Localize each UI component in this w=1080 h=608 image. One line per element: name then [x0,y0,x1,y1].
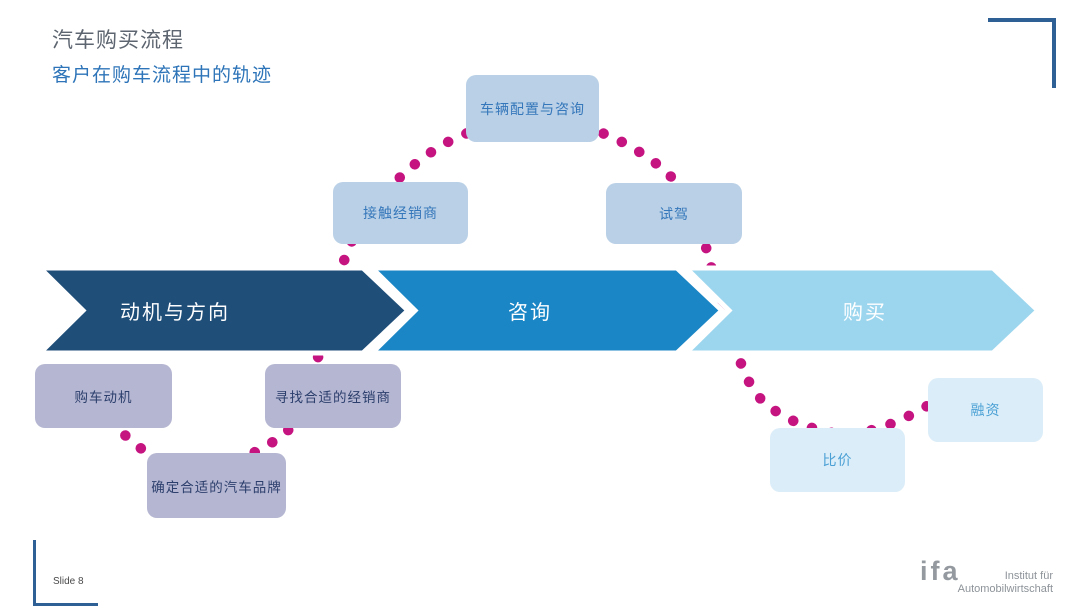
header: 汽车购买流程 客户在购车流程中的轨迹 [52,24,272,87]
stage-arrow-purchase [679,265,1042,356]
corner-bracket-bottom-left [33,540,98,606]
stage-label-purchase: 购买 [843,302,887,324]
touchpoint-label: 确定合适的汽车品牌 [151,479,282,495]
touchpoint-box-contact-dealer: 接触经销商 [333,182,468,244]
touchpoint-box-financing: 融资 [928,378,1043,442]
stage-arrow-motivation [33,265,412,356]
touchpoint-label: 比价 [822,452,853,468]
touchpoint-label: 车辆配置与咨询 [480,100,585,117]
corner-bracket-top-right [988,18,1056,88]
stage-label-motivation: 动机与方向 [120,302,230,324]
touchpoint-box-purchase-motive: 购车动机 [35,364,172,428]
page-subtitle: 客户在购车流程中的轨迹 [52,65,273,86]
touchpoint-label: 试驾 [659,205,689,222]
page-title: 汽车购买流程 [52,29,184,52]
touchpoint-box-confirm-brand: 确定合适的汽车品牌 [147,453,286,518]
touchpoint-label: 接触经销商 [363,205,438,221]
touchpoint-label: 寻找合适的经销商 [275,390,391,405]
touchpoint-box-find-dealer: 寻找合适的经销商 [265,364,401,428]
ifa-logo-caption: Institut für Automobilwirtschaft [943,570,1053,596]
touchpoint-label: 购车动机 [74,390,133,405]
touchpoint-box-compare-price: 比价 [770,428,905,492]
stage-label-consult: 咨询 [508,302,552,324]
touchpoint-box-config: 车辆配置与咨询 [466,75,599,142]
stage-arrow-consult [365,265,726,356]
ifa-logo: ifa [920,556,961,586]
slide-number: Slide 8 [53,576,84,587]
ifa-caption-line2: Automobilwirtschaft [957,583,1053,595]
touchpoint-box-test-drive: 试驾 [606,183,742,244]
touchpoint-label: 融资 [970,402,1001,418]
ifa-caption-line1: Institut für [1004,570,1053,582]
